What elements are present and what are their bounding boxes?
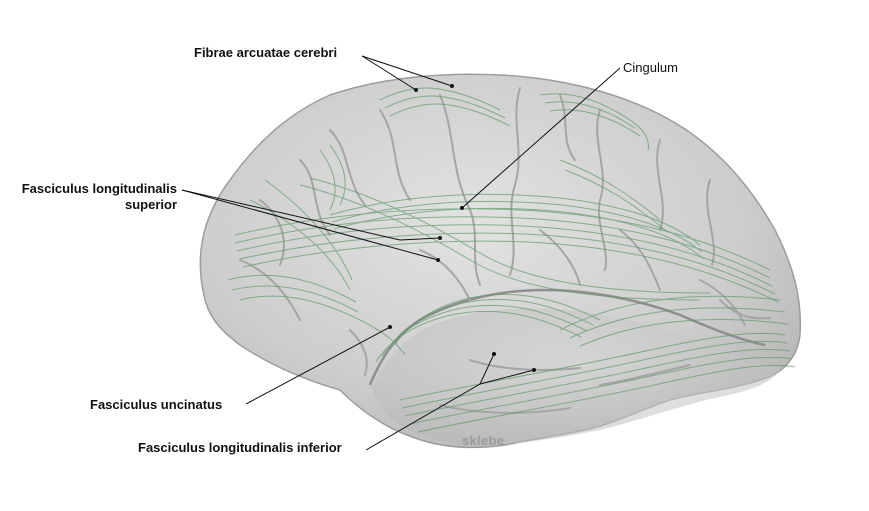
- label-fls-line1: Fasciculus longitudinalis: [21, 181, 177, 196]
- leader-dots: [388, 84, 536, 372]
- watermark: sklebe: [462, 433, 505, 448]
- label-fibrae-arcuatae-cerebri: Fibrae arcuatae cerebri: [194, 45, 338, 60]
- label-fasciculus-longitudinalis-inferior: Fasciculus longitudinalis inferior: [138, 440, 342, 455]
- leader-lines: [181, 55, 621, 451]
- label-cingulum: Cingulum: [623, 60, 678, 75]
- label-fasciculus-uncinatus: Fasciculus uncinatus: [90, 397, 223, 412]
- sulci: [239, 87, 771, 414]
- label-fasciculus-longitudinalis-superior: Fasciculus longitudinalis superior: [4, 181, 177, 213]
- label-fls-line2: superior: [124, 197, 177, 212]
